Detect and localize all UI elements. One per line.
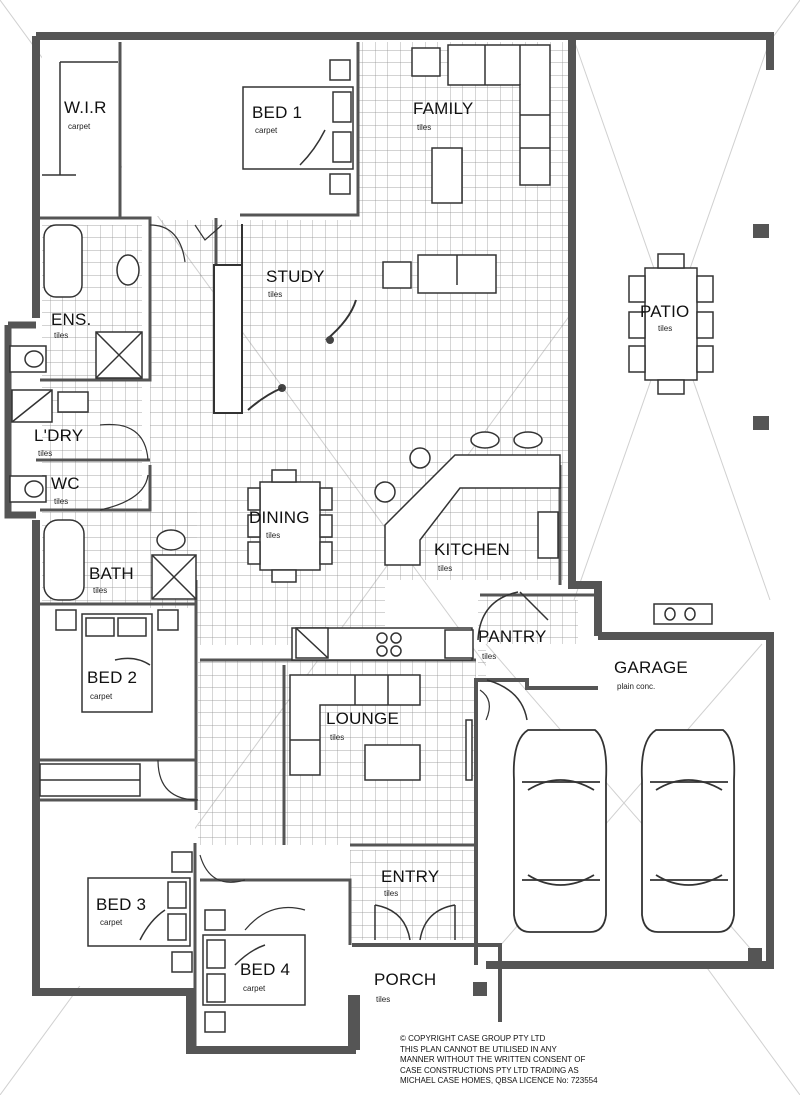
room-finish-patio: tiles	[658, 324, 673, 333]
room-label-lounge: LOUNGE	[326, 709, 399, 728]
room-finish-wc: tiles	[54, 497, 69, 506]
copyright-line: MICHAEL CASE HOMES, QBSA LICENCE No: 723…	[400, 1076, 598, 1085]
walls	[4, 32, 774, 1054]
room-label-ldry: L'DRY	[34, 426, 84, 445]
copyright-line: MANNER WITHOUT THE WRITTEN CONSENT OF	[400, 1055, 586, 1064]
room-label-bed2: BED 2	[87, 668, 138, 687]
room-finish-lounge: tiles	[330, 733, 345, 742]
room-label-bed4: BED 4	[240, 960, 291, 979]
room-label-pantry: PANTRY	[478, 627, 547, 646]
room-finish-bed1: carpet	[255, 126, 278, 135]
room-finish-bath: tiles	[93, 586, 108, 595]
room-finish-kitchen: tiles	[438, 564, 453, 573]
car-icon	[512, 729, 608, 933]
room-finish-family: tiles	[417, 123, 432, 132]
room-label-bath: BATH	[89, 564, 134, 583]
room-finish-ldry: tiles	[38, 449, 53, 458]
room-label-entry: ENTRY	[381, 867, 440, 886]
room-finish-bed3: carpet	[100, 918, 123, 927]
room-finish-garage: plain conc.	[617, 682, 656, 691]
car-icon	[640, 729, 736, 933]
room-label-kitchen: KITCHEN	[434, 540, 511, 559]
copyright-line: © COPYRIGHT CASE GROUP PTY LTD	[400, 1034, 546, 1043]
room-finish-pantry: tiles	[482, 652, 497, 661]
room-label-wir: W.I.R	[64, 98, 107, 117]
room-finish-ens: tiles	[54, 331, 69, 340]
room-finish-wir: carpet	[68, 122, 91, 131]
room-label-family: FAMILY	[413, 99, 474, 118]
room-finish-porch: tiles	[376, 995, 391, 1004]
room-label-garage: GARAGE	[614, 658, 688, 677]
room-label-patio: PATIO	[640, 302, 690, 321]
room-label-bed1: BED 1	[252, 103, 303, 122]
copyright-line: CASE CONSTRUCTIONS PTY LTD TRADING AS	[400, 1065, 579, 1075]
room-label-study: STUDY	[266, 267, 325, 286]
room-label-dining: DINING	[249, 508, 310, 527]
room-label-bed3: BED 3	[96, 895, 147, 914]
copyright-line: THIS PLAN CANNOT BE UTILISED IN ANY	[400, 1044, 557, 1054]
copyright-notice: © COPYRIGHT CASE GROUP PTY LTD THIS PLAN…	[400, 1034, 670, 1087]
room-finish-entry: tiles	[384, 889, 399, 898]
room-label-wc: WC	[51, 474, 80, 493]
room-finish-study: tiles	[268, 290, 283, 299]
room-finish-bed4: carpet	[243, 984, 266, 993]
room-label-ens: ENS.	[51, 310, 92, 329]
room-finish-bed2: carpet	[90, 692, 113, 701]
room-finish-dining: tiles	[266, 531, 281, 540]
room-label-porch: PORCH	[374, 970, 437, 989]
